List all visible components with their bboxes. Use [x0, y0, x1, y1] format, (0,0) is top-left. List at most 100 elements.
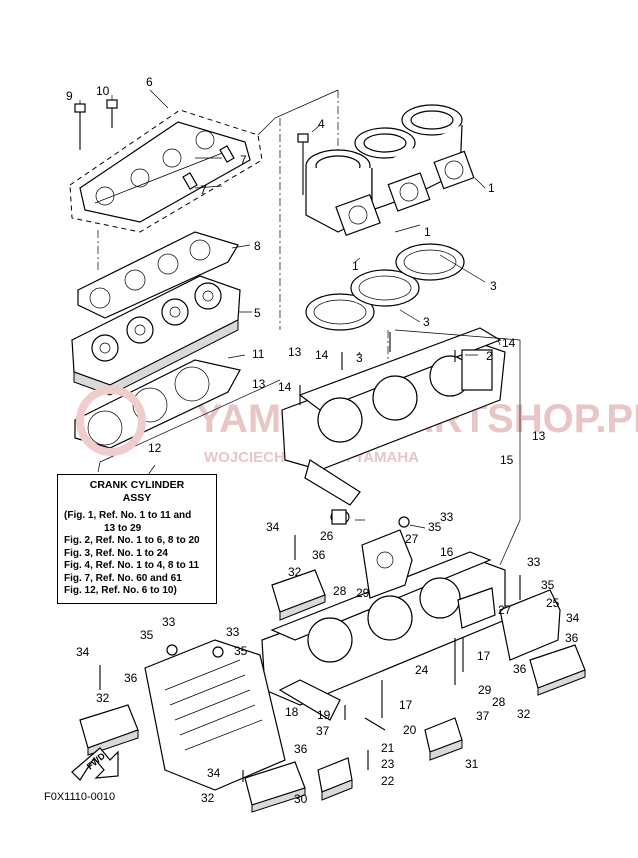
callout-33d: 33 — [226, 625, 240, 639]
clip-20 — [364, 717, 386, 731]
bracket-25 — [499, 589, 561, 661]
diagram-code: F0X1110-0010 — [44, 791, 116, 803]
callout-33a: 33 — [440, 510, 454, 524]
washer-35c — [212, 646, 224, 658]
callout-6: 6 — [146, 75, 153, 89]
callout-12: 12 — [148, 441, 162, 455]
callout-35b: 35 — [541, 578, 555, 592]
callout-16: 16 — [440, 545, 454, 559]
fwd-arrow-icon: FWD — [71, 747, 119, 781]
callout-3a: 3 — [490, 279, 497, 293]
callout-29a: 29 — [356, 586, 370, 600]
callout-1c: 1 — [352, 259, 359, 273]
washer-35b — [166, 644, 178, 656]
callout-14a: 14 — [502, 336, 516, 350]
callout-2: 2 — [486, 349, 493, 363]
callout-36e: 36 — [513, 662, 527, 676]
callout-20: 20 — [403, 723, 417, 737]
callout-7a: 7 — [240, 153, 247, 167]
callout-29b: 29 — [478, 683, 492, 697]
bolt-10 — [106, 99, 118, 128]
callout-28b: 28 — [492, 695, 506, 709]
callout-34a: 34 — [266, 520, 280, 534]
note-title: CRANK CYLINDER — [89, 479, 185, 491]
head-gasket-8 — [77, 231, 239, 319]
callout-4: 4 — [318, 117, 325, 131]
callout-17a: 17 — [477, 649, 491, 663]
callout-7b: 7 — [200, 183, 207, 197]
callout-35d: 35 — [234, 644, 248, 658]
callout-25: 25 — [546, 596, 560, 610]
block-30 — [317, 757, 353, 801]
washer-35 — [398, 516, 410, 528]
callout-19: 19 — [317, 708, 331, 722]
callout-18: 18 — [285, 705, 299, 719]
mount-32c — [79, 704, 139, 756]
callout-36a: 36 — [312, 548, 326, 562]
mount-32d — [244, 761, 306, 813]
callout-30: 30 — [294, 792, 308, 806]
assembly-note-box: CRANK CYLINDER ASSY (Fig. 1, Ref. No. 1 … — [57, 474, 217, 604]
callout-34b: 34 — [566, 611, 580, 625]
callout-23: 23 — [381, 757, 395, 771]
watermark-logo — [76, 386, 146, 456]
callout-8: 8 — [254, 239, 261, 253]
callout-27a: 27 — [405, 532, 419, 546]
callout-26: 26 — [320, 529, 334, 543]
cylinder-gaskets-3 — [305, 243, 465, 331]
callout-9: 9 — [66, 89, 73, 103]
callout-37a: 37 — [476, 709, 490, 723]
callout-17b: 17 — [399, 698, 413, 712]
callout-15: 15 — [500, 453, 514, 467]
note-subtitle: ASSY — [122, 491, 152, 504]
callout-13a: 13 — [288, 345, 302, 359]
callout-28a: 28 — [333, 584, 347, 598]
callout-33b: 33 — [527, 555, 541, 569]
callout-32a: 32 — [288, 565, 302, 579]
callout-3c: 3 — [356, 351, 363, 365]
callout-34d: 34 — [207, 766, 221, 780]
note-line: (Fig. 1, Ref. No. 1 to 11 and — [64, 510, 192, 521]
callout-37b: 37 — [316, 724, 330, 738]
note-line: Fig. 3, Ref. No. 1 to 24 — [64, 547, 168, 559]
bolt-9 — [74, 103, 86, 150]
callout-27b: 27 — [498, 603, 512, 617]
callout-34c: 34 — [76, 645, 90, 659]
seal-15 — [330, 509, 350, 525]
engine-mount-26 — [361, 529, 413, 599]
callout-3b: 3 — [423, 315, 430, 329]
callout-36d: 36 — [294, 742, 308, 756]
callout-32c: 32 — [96, 691, 110, 705]
note-line: Fig. 12, Ref. No. 6 to 10) — [64, 585, 177, 596]
note-line: Fig. 2, Ref. No. 1 to 6, 8 to 20 — [64, 535, 200, 546]
note-line: Fig. 4, Ref. No. 1 to 4, 8 to 11 — [64, 560, 200, 571]
cylinders-1 — [305, 104, 475, 237]
head-cover-assembly — [69, 109, 263, 233]
callout-36c: 36 — [124, 671, 138, 685]
bolt-4 — [297, 133, 309, 195]
callout-14c: 14 — [278, 380, 292, 394]
mount-32a — [271, 569, 326, 621]
mount-32b — [529, 644, 586, 696]
callout-5: 5 — [254, 306, 261, 320]
callout-10: 10 — [96, 84, 110, 98]
side-cover — [144, 639, 286, 791]
callout-1a: 1 — [488, 181, 495, 195]
callout-11: 11 — [252, 347, 265, 361]
cylinder-head-5 — [71, 275, 241, 396]
callout-33c: 33 — [162, 615, 176, 629]
callout-1b: 1 — [424, 225, 431, 239]
callout-13b: 13 — [252, 377, 266, 391]
callout-35c: 35 — [140, 628, 154, 642]
callout-24: 24 — [415, 663, 429, 677]
upper-crankcase — [281, 327, 506, 506]
callout-21: 21 — [381, 741, 395, 755]
callout-22: 22 — [381, 774, 395, 788]
callout-13c: 13 — [532, 429, 546, 443]
block-31 — [424, 717, 463, 761]
callout-36b: 36 — [565, 631, 579, 645]
note-line: 13 to 29 — [104, 522, 142, 534]
callout-35a: 35 — [428, 520, 442, 534]
callout-31: 31 — [465, 757, 479, 771]
